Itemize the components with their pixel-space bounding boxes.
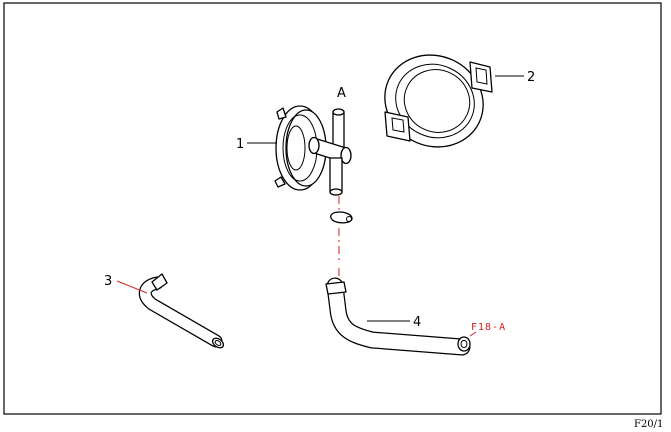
bent-hose — [138, 273, 225, 349]
reference-code: F18-A — [471, 322, 506, 333]
callout-1: 1 — [236, 137, 244, 152]
long-hose — [325, 277, 471, 356]
valve-assembly — [274, 105, 352, 196]
callout-a: A — [337, 86, 346, 101]
hose-clip — [330, 211, 353, 224]
leader-3 — [116, 280, 148, 294]
diagram-frame — [3, 2, 662, 415]
figure-code: F20/1 — [634, 419, 663, 430]
callout-2: 2 — [527, 70, 535, 85]
callout-3: 3 — [104, 274, 112, 289]
leader-ref — [469, 331, 477, 337]
band-clamp — [384, 54, 493, 148]
callout-4: 4 — [413, 315, 421, 330]
